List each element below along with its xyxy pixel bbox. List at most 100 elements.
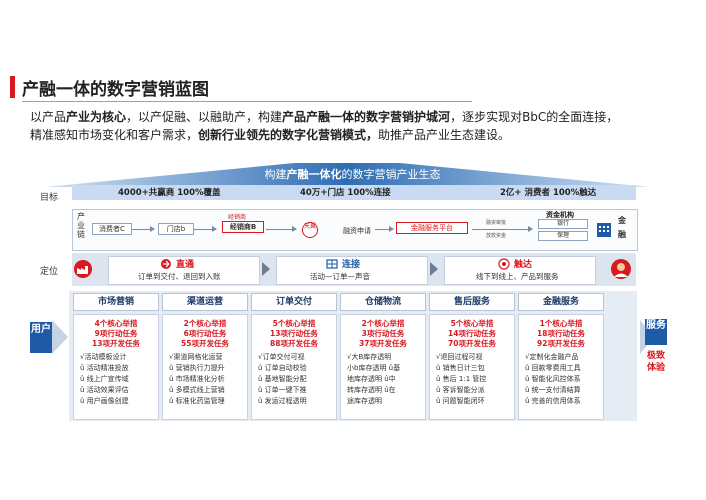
position-label: 定位 bbox=[40, 267, 59, 277]
position-card-reach bbox=[444, 256, 596, 285]
column-item: û 客诉智能分派 bbox=[436, 386, 485, 394]
chain-node-channel: 经销商B bbox=[222, 221, 264, 233]
chain-arrow bbox=[375, 226, 394, 232]
position-title: 直通 bbox=[176, 260, 195, 270]
intro-emphasis: 创新行业领先的数字化营销模式， bbox=[198, 128, 379, 142]
goal-label: 目标 bbox=[40, 193, 59, 203]
chevron-right-icon bbox=[262, 262, 270, 276]
column-item: û 用户画像创建 bbox=[80, 397, 129, 405]
column-item: 转库存透明 û在 bbox=[347, 386, 396, 394]
goal-row bbox=[72, 185, 636, 200]
intro-paragraph: 以产品产业为核心，以产促融、以融助产，构建产品产融一体的数字营销护城河，逐步实现… bbox=[30, 108, 680, 144]
tianyi-icon bbox=[302, 222, 318, 238]
column-header: 金融服务 bbox=[518, 293, 604, 311]
column-stat: 70项开发任务 bbox=[448, 339, 496, 348]
user-label: 用户 bbox=[30, 322, 52, 353]
column-item: û 活动效果评估 bbox=[80, 386, 129, 394]
direct-icon bbox=[161, 259, 171, 269]
ecosystem-highlight: 产融一体化 bbox=[286, 168, 342, 181]
column-item: û 订单一键下推 bbox=[258, 386, 307, 394]
column-stat: 37项开发任务 bbox=[359, 339, 407, 348]
column-item: û 市场精准化分析 bbox=[169, 375, 225, 383]
position-desc: 线下到线上、产品到服务 bbox=[476, 272, 559, 281]
factory-icon bbox=[74, 260, 92, 278]
column-stat: 2个核心举措 bbox=[361, 319, 405, 328]
platform-note-top: 融资审批 bbox=[486, 220, 507, 226]
bank-building-icon bbox=[597, 223, 611, 237]
column-stat: 5个核心举措 bbox=[450, 319, 494, 328]
intro-text: ，以产促融、以融助产，构建 bbox=[126, 110, 283, 124]
ecosystem-prefix: 构建 bbox=[264, 168, 287, 181]
user-arrow bbox=[52, 320, 68, 354]
column-item: û 销售日计三包 bbox=[436, 364, 485, 372]
ecosystem-suffix: 的数字营销产业生态 bbox=[341, 168, 441, 181]
column-stat: 4个核心举措 bbox=[94, 319, 138, 328]
column-stat: 14项行动任务 bbox=[448, 329, 496, 338]
finance-platform: 金融服务平台 bbox=[396, 222, 468, 234]
column-stat: 2个核心举措 bbox=[183, 319, 227, 328]
column-stat: 6项行动任务 bbox=[183, 329, 227, 338]
position-desc: 活动—订单—声音 bbox=[310, 272, 370, 281]
ecosystem-banner bbox=[45, 163, 650, 187]
intro-text: 以产品 bbox=[30, 110, 67, 124]
column-item: û 问题智能闭环 bbox=[436, 397, 485, 405]
column-stat: 55项开发任务 bbox=[181, 339, 229, 348]
title-accent-bar bbox=[10, 76, 15, 98]
column-item: û 统一支付清结算 bbox=[525, 386, 581, 394]
column-stat: 3项行动任务 bbox=[361, 329, 405, 338]
goal-item: 4000+共赢商 100%覆盖 bbox=[118, 188, 221, 198]
column-item: √订单交付可视 bbox=[258, 353, 305, 361]
platform-note-bottom: 放款资金 bbox=[486, 233, 507, 239]
column-header: 渠道运营 bbox=[162, 293, 248, 311]
position-title: 触达 bbox=[514, 260, 533, 270]
column-item: û 完善的信用体系 bbox=[525, 397, 581, 405]
column-item: û 发运过程透明 bbox=[258, 397, 307, 405]
position-card-connect bbox=[276, 256, 428, 285]
service-label: 服务 bbox=[645, 319, 667, 345]
column-stat: 92项开发任务 bbox=[537, 339, 585, 348]
service-subtitle: 极致体验 bbox=[646, 351, 665, 373]
intro-emphasis: 产品产融一体的数字营销护城河 bbox=[282, 110, 451, 124]
finance-label: 金融 bbox=[618, 216, 626, 239]
column-header: 售后服务 bbox=[429, 293, 515, 311]
ecosystem-banner-title: 构建产融一体化的数字营销产业生态 bbox=[245, 166, 460, 182]
column-item: 地库存透明 û中 bbox=[347, 375, 396, 383]
goal-item: 2亿+ 消费者 100%触达 bbox=[500, 188, 597, 198]
column-header: 仓储物流 bbox=[340, 293, 426, 311]
chevron-right-icon bbox=[430, 262, 438, 276]
column-item: 小b库存透明 û基 bbox=[347, 364, 401, 372]
column-header: 订单交付 bbox=[251, 293, 337, 311]
channel-tag: 经销商 bbox=[228, 214, 247, 221]
column-item: û 智能化风控体系 bbox=[525, 375, 581, 383]
intro-text: ，逐步实现对BbC的全面连接， bbox=[450, 110, 619, 124]
chain-label: 产业链 bbox=[77, 212, 85, 239]
column-item: √定制化金融产品 bbox=[525, 353, 579, 361]
chain-arrow bbox=[472, 226, 533, 232]
position-title: 连接 bbox=[342, 260, 361, 270]
column-stat: 5个核心举措 bbox=[272, 319, 316, 328]
chain-node-right: 天翼 bbox=[303, 223, 316, 230]
column-item: √渠道网格化运营 bbox=[169, 353, 223, 361]
customer-avatar-icon bbox=[611, 259, 631, 279]
finance-title: 资金机构 bbox=[546, 211, 574, 219]
column-item: √活动模板设计 bbox=[80, 353, 127, 361]
chain-node-store: 门店b bbox=[158, 223, 194, 235]
intro-text: 精准感知市场变化和客户需求， bbox=[30, 128, 199, 142]
column-item: û 活动精准投放 bbox=[80, 364, 129, 372]
column-stat: 9项行动任务 bbox=[94, 329, 138, 338]
column-stat: 18项行动任务 bbox=[537, 329, 585, 338]
column-header: 市场营销 bbox=[73, 293, 159, 311]
fund-node: 保理 bbox=[538, 231, 588, 241]
column-item: û 线上广宣传域 bbox=[80, 375, 129, 383]
intro-text: 助推产品产业生态建设。 bbox=[378, 128, 511, 142]
chain-arrow bbox=[132, 226, 155, 232]
column-stat: 1个核心举措 bbox=[539, 319, 583, 328]
chain-arrow bbox=[266, 226, 297, 232]
connect-icon bbox=[326, 259, 338, 269]
column-item: û 回款零费用工具 bbox=[525, 364, 581, 372]
column-item: û 基地智能分配 bbox=[258, 375, 307, 383]
